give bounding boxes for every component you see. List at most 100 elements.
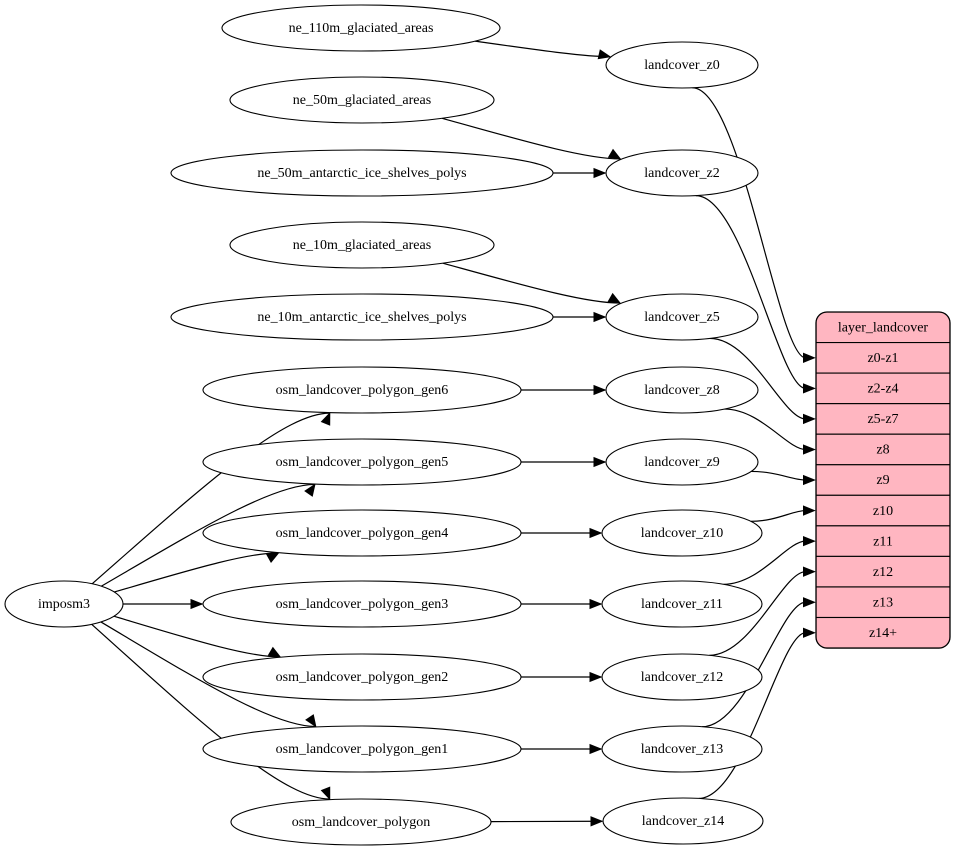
natural-earth-node-ellipse (221, 4, 501, 52)
node-ne50aisp[interactable]: ne_50m_antarctic_ice_shelves_polys (170, 149, 554, 197)
node-lc_z14[interactable]: landcover_z14 (602, 797, 764, 845)
edge-ne_10m_glaciated_areas-to-landcover_z5 (442, 262, 621, 304)
node-osm_gen1[interactable]: osm_landcover_polygon_gen1 (202, 725, 522, 773)
node-label: osm_landcover_polygon_gen5 (276, 455, 449, 470)
node-label: landcover_z5 (644, 310, 719, 325)
table-row-z2-z4[interactable] (816, 372, 950, 405)
edge-landcover_z8-to-layer_landcover-z8 (724, 408, 806, 451)
edge-landcover_z9-to-layer_landcover-z9 (751, 470, 806, 481)
landcover-node-ellipse (601, 509, 763, 557)
node-lc_z8[interactable]: landcover_z8 (605, 366, 759, 414)
table-row-label: z12 (873, 565, 893, 580)
node-label: ne_110m_glaciated_areas (289, 21, 434, 36)
table-row-label: z14+ (869, 626, 897, 641)
node-label: landcover_z2 (644, 166, 719, 181)
table-row-z8[interactable] (816, 433, 950, 466)
node-layer: imposm3 ne_110m_glaciated_areas ne_50m_gla… (4, 4, 764, 846)
table-row-z5-z7[interactable] (816, 403, 950, 435)
node-label: landcover_z9 (644, 455, 719, 470)
edge-imposm3-to-osm_landcover_polygon_gen1 (100, 621, 316, 728)
node-label: landcover_z13 (641, 742, 723, 757)
landcover-node-ellipse (602, 797, 764, 845)
node-osm_gen5[interactable]: osm_landcover_polygon_gen5 (202, 438, 522, 486)
osm-node-ellipse (202, 580, 522, 628)
table-outline (815, 311, 951, 649)
osm-node-ellipse (202, 653, 522, 701)
node-label: landcover_z14 (642, 814, 724, 829)
table-row-label: z2-z4 (867, 382, 898, 397)
node-osm_gen3[interactable]: osm_landcover_polygon_gen3 (202, 580, 522, 628)
table-row-label: z13 (873, 595, 893, 610)
landcover-node-ellipse (601, 725, 763, 773)
edge-ne_50m_glaciated_areas-to-landcover_z2 (441, 117, 621, 160)
table-row-label: z9 (876, 473, 889, 488)
node-osm_gen4[interactable]: osm_landcover_polygon_gen4 (202, 509, 522, 557)
table-row-label: z0-z1 (867, 351, 898, 366)
node-lc_z12[interactable]: landcover_z12 (601, 653, 763, 701)
node-label: osm_landcover_polygon_gen3 (276, 597, 449, 612)
edge-landcover_z14-to-layer_landcover-z14- (698, 632, 806, 800)
node-label: imposm3 (38, 597, 90, 612)
landcover-node-ellipse (601, 653, 763, 701)
node-label: landcover_z12 (641, 670, 723, 685)
edge-imposm3-to-osm_landcover_polygon (91, 623, 330, 800)
natural-earth-node-ellipse (170, 149, 554, 197)
edge-landcover_z10-to-layer_landcover-z10 (750, 509, 806, 522)
osm-node-ellipse (202, 366, 522, 414)
node-label: osm_landcover_polygon_gen4 (276, 526, 449, 541)
table-row-z14plus[interactable] (816, 616, 950, 649)
node-label: landcover_z11 (641, 597, 723, 612)
node-label: ne_50m_glaciated_areas (293, 93, 431, 108)
table-row-label: z11 (873, 534, 893, 549)
edge-imposm3-to-osm_landcover_polygon_gen5 (101, 483, 315, 587)
natural-earth-node-ellipse (229, 221, 495, 269)
node-lc_z13[interactable]: landcover_z13 (601, 725, 763, 773)
node-label: osm_landcover_polygon (292, 815, 430, 830)
node-lc_z0[interactable]: landcover_z0 (605, 41, 759, 89)
landcover-node-ellipse (605, 149, 759, 197)
osm-node-ellipse (202, 509, 522, 557)
edge-imposm3-to-osm_landcover_polygon_gen6 (91, 412, 330, 585)
node-ne110ga[interactable]: ne_110m_glaciated_areas (221, 4, 501, 52)
node-osm_gen2[interactable]: osm_landcover_polygon_gen2 (202, 653, 522, 701)
osm-node-ellipse (230, 798, 492, 846)
edge-imposm3-to-osm_landcover_polygon_gen2 (113, 615, 281, 658)
edge-landcover_z12-to-layer_landcover-z12 (709, 571, 806, 656)
edge-landcover_z2-to-layer_landcover-z2-z4 (695, 195, 806, 389)
node-lc_z5[interactable]: landcover_z5 (605, 293, 759, 341)
node-osm_poly[interactable]: osm_landcover_polygon (230, 798, 492, 846)
landcover-node-ellipse (605, 366, 759, 414)
node-lc_z11[interactable]: landcover_z11 (601, 580, 763, 628)
landcover-node-ellipse (605, 41, 759, 89)
node-lc_z10[interactable]: landcover_z10 (601, 509, 763, 557)
table-row-z9[interactable] (816, 464, 950, 496)
osm-node-ellipse (202, 725, 522, 773)
node-lc_z2[interactable]: landcover_z2 (605, 149, 759, 197)
table-row-label: z5-z7 (867, 412, 898, 427)
node-label: landcover_z8 (644, 383, 719, 398)
edge-imposm3-to-osm_landcover_polygon_gen4 (114, 552, 279, 593)
node-label: ne_10m_glaciated_areas (293, 238, 431, 253)
source-node-ellipse (4, 580, 124, 628)
node-ne10aisp[interactable]: ne_10m_antarctic_ice_shelves_polys (170, 293, 554, 341)
edge-ne_110m_glaciated_areas-to-landcover_z0 (474, 40, 610, 58)
node-label: osm_landcover_polygon_gen2 (276, 670, 449, 685)
table-header-label: layer_landcover (838, 320, 929, 335)
node-lc_z9[interactable]: landcover_z9 (605, 438, 759, 486)
node-ne10ga[interactable]: ne_10m_glaciated_areas (229, 221, 495, 269)
node-label: osm_landcover_polygon_gen6 (276, 383, 449, 398)
table-row-z13[interactable] (816, 586, 950, 619)
osm-node-ellipse (202, 438, 522, 486)
node-ne50ga[interactable]: ne_50m_glaciated_areas (229, 76, 495, 124)
layer-landcover-table: layer_landcoverz0-z1z2-z4z5-z7z8z9z10z11… (815, 311, 951, 649)
landcover-node-ellipse (605, 438, 759, 486)
node-imposm3[interactable]: imposm3 (4, 580, 124, 628)
table-row-label: z10 (873, 504, 893, 519)
landcover-node-ellipse (605, 293, 759, 341)
natural-earth-node-ellipse (229, 76, 495, 124)
edge-layer (91, 40, 816, 827)
node-label: ne_10m_antarctic_ice_shelves_polys (257, 310, 466, 325)
node-label: osm_landcover_polygon_gen1 (276, 742, 449, 757)
node-osm_gen6[interactable]: osm_landcover_polygon_gen6 (202, 366, 522, 414)
